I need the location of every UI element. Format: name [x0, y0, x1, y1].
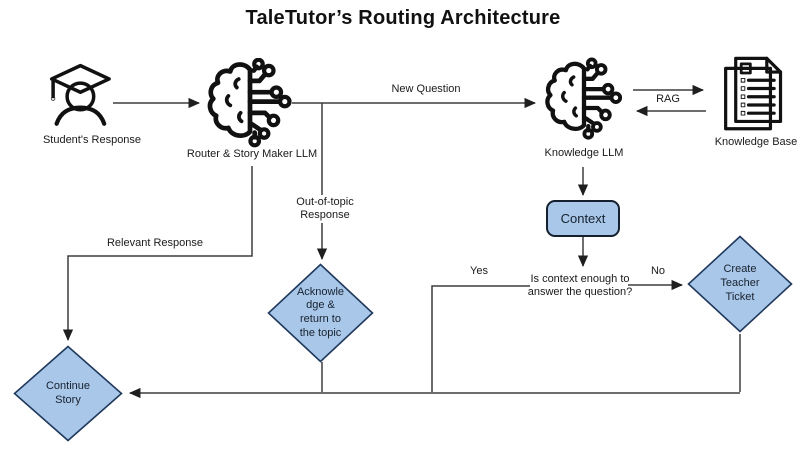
edge-label-new-question: New Question — [391, 83, 461, 95]
decision-create-ticket-label: Create Teacher Ticket — [720, 263, 760, 303]
edge-label-rag: RAG — [656, 93, 680, 105]
student-node-label: Student's Response — [42, 134, 142, 146]
context-node-label: Context — [560, 211, 606, 226]
diagram-title: TaleTutor’s Routing Architecture — [245, 7, 561, 29]
decision-continue-story-label: Continue Story — [45, 379, 91, 406]
knowledge-llm-node-label: Knowledge LLM — [544, 147, 624, 159]
decision-create-ticket: Create Teacher Ticket — [687, 235, 793, 333]
context-node: Context — [546, 200, 620, 237]
edge-label-out-of-topic: Out-of-topic Response — [275, 195, 375, 224]
continue-story-diamond-shape — [13, 345, 123, 442]
decision-continue-story: Continue Story — [13, 345, 123, 442]
router-brain-circuit-icon — [207, 58, 292, 148]
edge-label-no: No — [650, 265, 666, 277]
decision-acknowledge: Acknowle dge & return to the topic — [267, 263, 374, 363]
acknowledge-diamond-shape — [267, 263, 374, 363]
decision-acknowledge-label: Acknowle dge & return to the topic — [296, 285, 345, 339]
knowledge-brain-circuit-icon — [545, 57, 623, 140]
edge-label-yes: Yes — [470, 265, 488, 277]
edge-label-relevant-response: Relevant Response — [106, 237, 203, 249]
router-llm-node-label: Router & Story Maker LLM — [186, 148, 318, 160]
question-node-label: Is context enough to answer the question… — [527, 273, 633, 299]
document-stack-icon — [724, 56, 783, 131]
knowledge-base-node-label: Knowledge Base — [714, 136, 798, 148]
graduate-student-icon — [49, 63, 111, 126]
edge-router-to-continue-story — [62, 166, 253, 342]
create-ticket-diamond-shape — [687, 235, 793, 333]
edge-yes-path — [431, 285, 530, 392]
